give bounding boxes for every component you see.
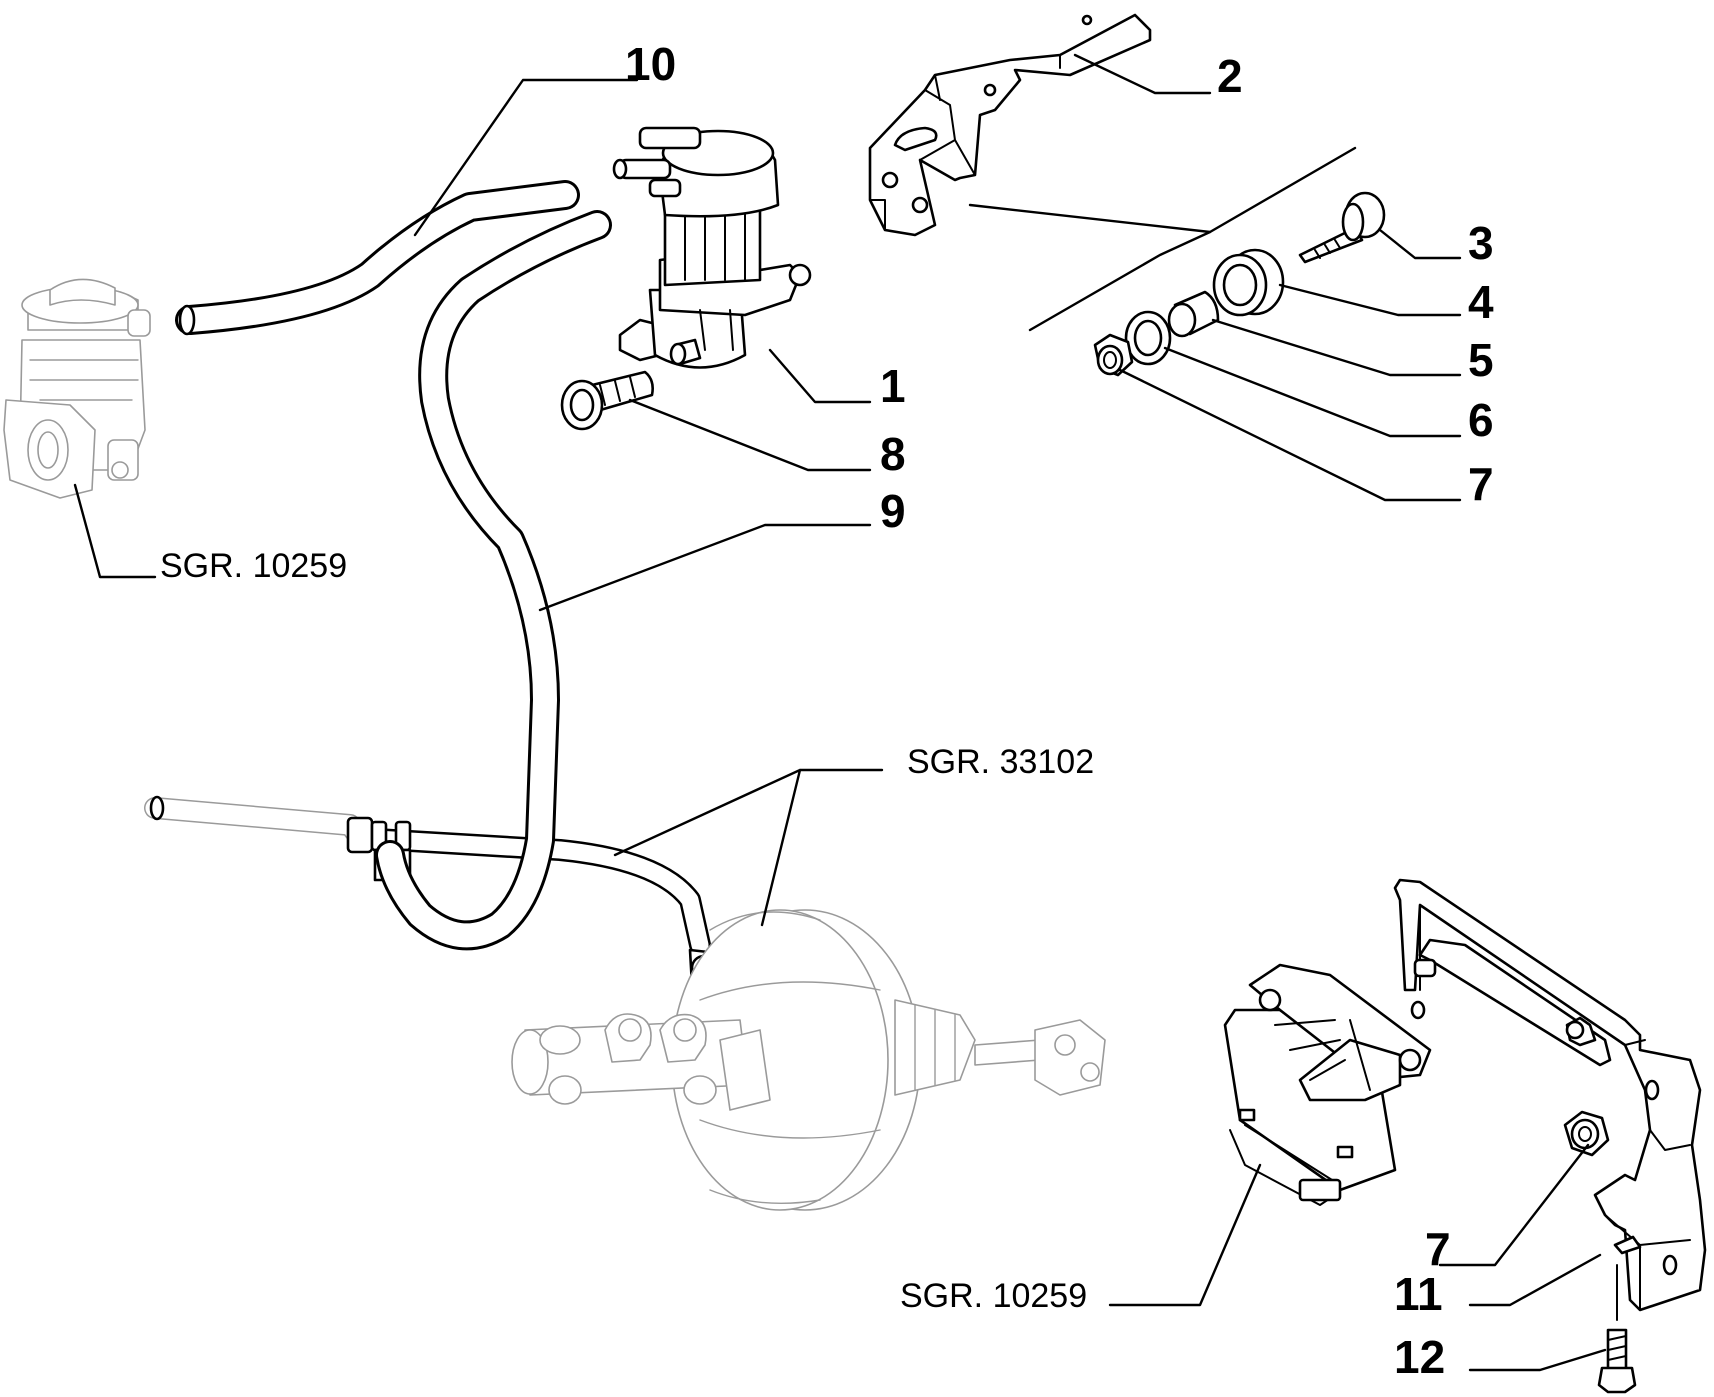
bolt-8 [560,370,654,431]
callout-7-upper: 7 [1468,458,1494,510]
leader-10 [413,78,639,237]
callout-11: 11 [1394,1268,1443,1320]
reference-valve-bottom [1223,963,1432,1206]
leader-4 [1278,283,1462,317]
leader-8 [628,398,872,472]
leader-7-upper [1118,368,1462,502]
bolt-3 [1298,191,1386,264]
callout-12: 12 [1394,1331,1445,1383]
reference-brake-booster [511,909,1106,1211]
leader-3 [1378,228,1462,260]
leader-lines [73,53,1607,1372]
reference-vacuum-line [144,795,740,987]
callout-5: 5 [1468,334,1494,386]
bracket-2 [868,13,1152,237]
reference-labels: SGR. 10259 SGR. 33102 SGR. 10259 [160,547,1094,1315]
bolt-12 [1597,1264,1637,1394]
hose-9 [375,210,612,951]
callout-labels: 10 2 3 4 5 6 7 1 8 9 7 11 12 [625,38,1494,1383]
washer-6 [1124,310,1172,366]
callout-8: 8 [880,428,906,480]
callout-6: 6 [1468,394,1494,446]
reference-valve-left [3,278,151,499]
nut-7-lower [1563,1110,1610,1157]
leader-5 [1211,318,1462,377]
leader-sgr-center [613,768,884,927]
leader-11 [1468,1253,1602,1307]
callout-1: 1 [880,360,906,412]
leader-2 [1073,53,1212,95]
hose-10 [175,180,580,336]
leader-sgr-left [73,483,157,579]
leader-12 [1468,1348,1607,1372]
callout-10: 10 [625,38,676,90]
ref-label-bottom: SGR. 10259 [900,1277,1087,1315]
callout-3: 3 [1468,217,1494,269]
ref-label-center: SGR. 33102 [907,743,1094,781]
leader-sgr-bottom [1108,1163,1262,1307]
leader-7-lower [1438,1143,1590,1267]
callout-9: 9 [880,485,906,537]
solenoid-valve-1 [612,126,812,369]
grommet-4 [1212,248,1285,317]
ref-label-left: SGR. 10259 [160,547,347,585]
callout-4: 4 [1468,276,1494,328]
leader-6 [1163,346,1462,438]
assembly-centerline [968,146,1357,332]
callout-2: 2 [1217,50,1243,102]
callout-7-lower: 7 [1425,1223,1451,1275]
bracket-11 [1393,878,1707,1312]
leader-9 [538,523,872,612]
leader-1 [768,348,872,404]
spacer-5 [1167,290,1220,338]
nut-7-upper [1093,333,1134,377]
